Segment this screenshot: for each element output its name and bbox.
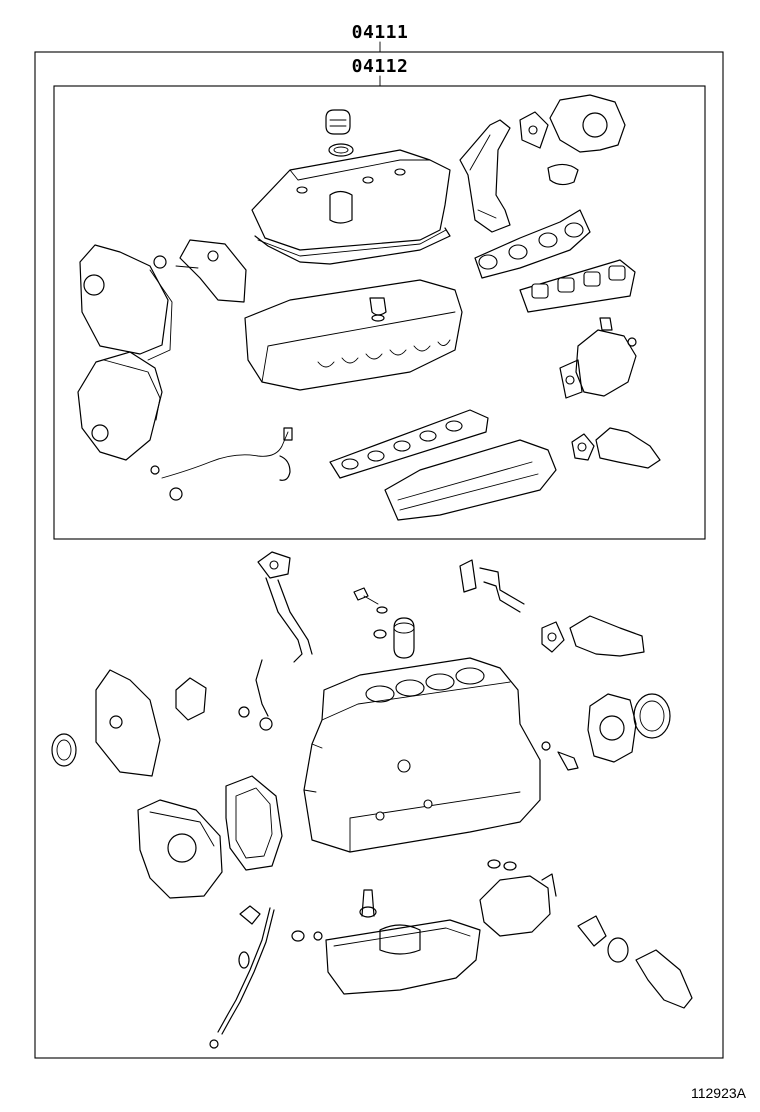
head-bolt [353, 587, 388, 639]
outer-kit-part-number[interactable]: 04111 [352, 22, 409, 43]
intake-manifold-gasket [329, 409, 489, 479]
rear-oil-seal-retainer [541, 693, 671, 771]
timing-belt-cover-upper [79, 244, 173, 361]
water-bypass-pipe [459, 559, 525, 613]
oil-dipstick [209, 905, 275, 1049]
egr-valve-assembly [519, 94, 626, 186]
oil-level-gauge-guide [238, 551, 313, 731]
cylinder-head-cover [251, 149, 451, 265]
oil-filter-cap [393, 617, 415, 659]
exhaust-manifold [474, 209, 636, 313]
oil-pump-body [137, 799, 223, 899]
oil-filter-housing [479, 859, 557, 937]
intake-manifold [384, 439, 557, 521]
water-pump-gasket [225, 775, 283, 871]
outer-kit-frame [34, 51, 724, 1059]
water-inlet-housing [571, 427, 661, 469]
fuel-injection-pump [559, 317, 637, 399]
fuel-injection-line [150, 427, 293, 501]
water-outlet-pipe [459, 119, 511, 233]
cylinder-head [244, 279, 463, 391]
camshaft-bracket [153, 239, 247, 303]
callout-inner-kit[interactable]: 04112 [352, 56, 409, 87]
inner-kit-part-number[interactable]: 04112 [352, 56, 409, 77]
water-inlet-elbow [541, 615, 645, 657]
water-inlet-pipe-lower [577, 915, 693, 1009]
timing-belt-cover-lower [77, 351, 163, 461]
oil-filler-cap [325, 109, 354, 157]
timing-chain-cover [51, 669, 207, 777]
oil-pan [291, 889, 481, 995]
inner-kit-frame [53, 85, 706, 540]
callout-outer-kit[interactable]: 04111 [352, 22, 409, 53]
figure-number: 112923A [691, 1085, 747, 1101]
cylinder-block [303, 657, 541, 853]
